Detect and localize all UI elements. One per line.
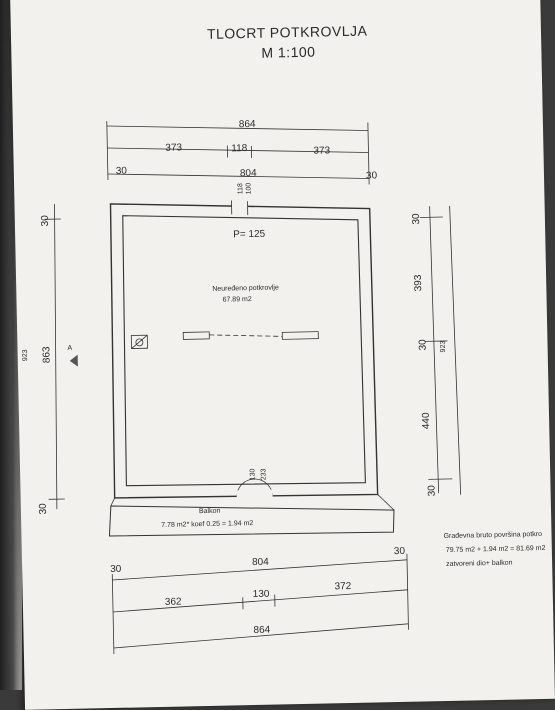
dim-right-wall-top: 30 [411,213,422,224]
dim-bot-wall-right: 30 [394,546,405,557]
dim-bot-inner: 804 [252,557,269,568]
window-right [282,332,318,340]
dim-left-total: 863 [41,346,52,363]
dim-right-upper: 393 [413,275,424,292]
page-title: TLOCRT POTKROVLJA [207,23,368,42]
dim-bot-left: 362 [165,597,182,608]
dim-left-wall-bot: 30 [38,503,49,514]
dim-left-total-outer: 923 [22,349,29,361]
dim-bot-right: 372 [334,581,351,592]
dim-top-right: 373 [313,145,330,156]
dim-door-bot-a: 130 [249,469,256,481]
scale-label: M 1:100 [261,44,315,61]
window-dashed [209,333,282,338]
dim-top-total: 864 [239,119,256,130]
dim-line-top-total [107,121,368,136]
dim-top-wall-left: 30 [116,166,127,177]
dim-bot-total: 864 [253,625,270,636]
room-area: 67.89 m2 [222,296,251,304]
dim-bot-wall-left: 30 [110,564,121,575]
dim-door-top-a: 118 [237,183,244,194]
dim-line-right-b [450,206,461,495]
dim-top-left: 373 [165,142,182,153]
drawing-sheet: TLOCRT POTKROVLJA M 1:100 864 373 118 37… [10,0,555,710]
dim-door-bot-b: 233 [260,468,267,480]
outer-wall [109,198,378,499]
floor-plan-drawing [10,0,555,710]
dim-right-mid-wall: 30 [417,339,428,350]
room-p-label: P= 125 [233,229,265,241]
dim-tick-left [107,121,108,180]
dim-line-right-a [430,206,439,493]
window-left [183,332,209,340]
dim-left-wall-top: 30 [40,215,51,226]
dim-top-mid: 118 [231,143,247,154]
dim-top-inner: 804 [240,168,257,179]
balcony-name: Balkon [199,508,221,515]
section-marker-label: A [67,345,72,352]
dim-bot-mid: 130 [253,589,270,600]
dim-top-wall-right: 30 [366,170,377,181]
dim-right-total: 923 [440,341,447,353]
area-note-line3: zatvoreni dio+ balkon [446,560,512,568]
section-arrow-icon [70,355,78,367]
dim-door-top-b: 100 [245,183,252,195]
dim-line-top-inner [108,169,369,184]
room-name: Neuređeno potkrovlje [212,284,279,292]
dim-right-wall-bot: 30 [427,485,438,496]
dim-right-lower: 440 [421,412,432,429]
inner-wall [121,211,366,488]
photo-scene: TLOCRT POTKROVLJA M 1:100 864 373 118 37… [0,0,517,690]
